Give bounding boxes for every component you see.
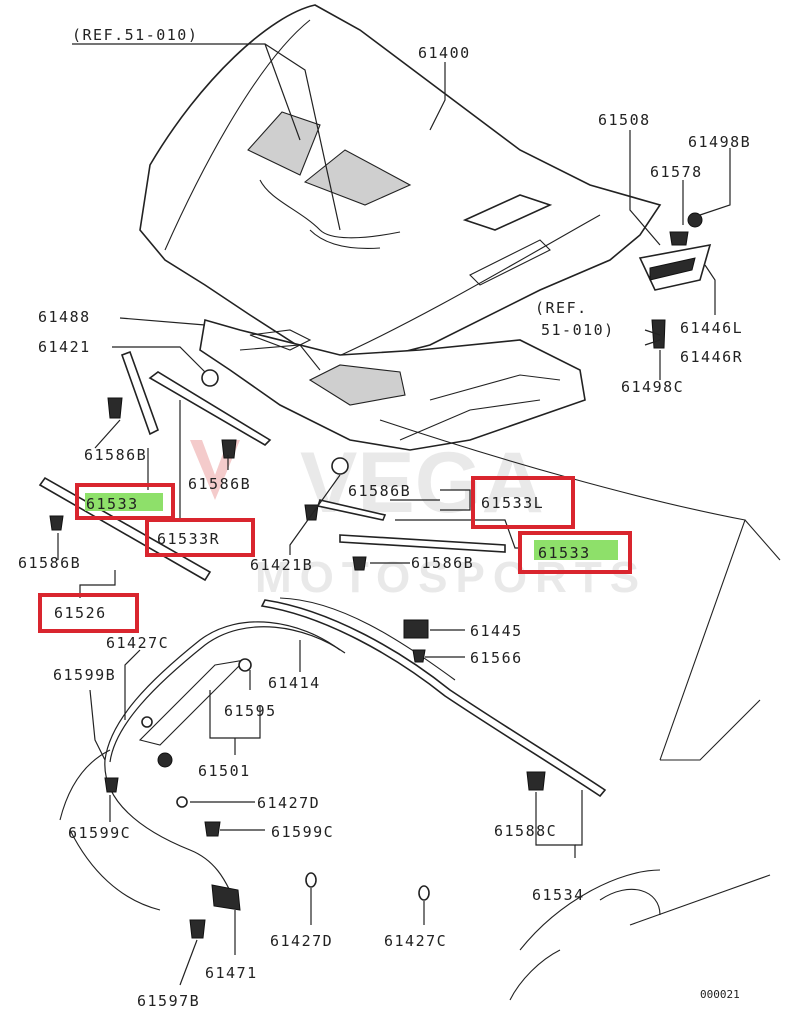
label-61599b: 61599B	[53, 666, 116, 684]
label-61586b-a: 61586B	[84, 446, 147, 464]
bumper-61445	[403, 619, 429, 639]
label-61566: 61566	[470, 649, 523, 667]
washer-hose-61414	[104, 621, 341, 896]
label-61533r: 61533R	[157, 530, 220, 548]
label-61578: 61578	[650, 163, 703, 181]
label-ref-right-2: 51-010)	[541, 321, 615, 339]
clip-61599c-b	[204, 821, 221, 837]
cap-61586b-b	[221, 439, 237, 459]
label-61445: 61445	[470, 622, 523, 640]
hood-inner-frame	[199, 318, 586, 451]
label-61427c-a: 61427C	[106, 634, 169, 652]
hood-vent-left	[247, 111, 321, 176]
cap-61586b-d	[304, 504, 319, 521]
clip-61599b	[157, 752, 173, 768]
callout-labels: (REF.51-010) 61400 61508 61498B 61578 (R…	[18, 26, 751, 1010]
support-rod-61595	[138, 659, 247, 746]
highlight-box-61533-b	[518, 531, 632, 574]
wiper-arm-left	[120, 350, 159, 436]
label-61421: 61421	[38, 338, 91, 356]
grommet-61427d-a	[176, 796, 188, 808]
fender-lines	[59, 749, 771, 1001]
label-ref-right-1: (REF.	[535, 299, 588, 317]
hood-scoop	[462, 194, 553, 231]
grommet-61427d-b	[305, 872, 317, 888]
wiper-blade-61533	[339, 534, 506, 553]
nozzle-61421	[201, 369, 219, 387]
label-61498c: 61498C	[621, 378, 684, 396]
label-61599c-b: 61599C	[271, 823, 334, 841]
highlight-fill-61533-a	[85, 493, 163, 511]
label-61597b: 61597B	[137, 992, 200, 1010]
watermark-sub-text: MOTOSPORTS	[255, 553, 647, 602]
label-61533-a: 61533	[86, 495, 139, 513]
label-61501: 61501	[198, 762, 251, 780]
highlight-box-61533r	[145, 518, 255, 557]
cap-61586b-a	[107, 397, 123, 419]
label-61586b-e: 61586B	[411, 554, 474, 572]
clip-61588c	[526, 771, 546, 791]
cap-61586b-e	[352, 556, 367, 571]
clip-61597b	[189, 919, 206, 939]
hood-weatherstrip-61534	[260, 599, 607, 798]
label-61498b: 61498B	[688, 133, 751, 151]
cap-61586b-c	[49, 515, 64, 531]
label-61533l: 61533L	[481, 494, 544, 512]
leader-lines	[57, 43, 731, 986]
label-61414: 61414	[268, 674, 321, 692]
highlight-box-61533-a	[75, 483, 175, 520]
highlight-boxes	[38, 476, 632, 633]
washer-nozzle-61471	[211, 884, 241, 911]
windshield-outline	[379, 419, 781, 761]
frame-vent	[308, 364, 406, 406]
clip-61566	[412, 649, 426, 663]
label-61446r: 61446R	[680, 348, 743, 366]
nut-61578	[669, 231, 689, 246]
hood-seal-and-hose	[104, 597, 607, 939]
highlight-box-61526	[38, 593, 139, 633]
label-61488: 61488	[38, 308, 91, 326]
label-61400: 61400	[418, 44, 471, 62]
grommet-61427c-a	[141, 716, 153, 728]
label-61446l: 61446L	[680, 319, 743, 337]
label-61421b: 61421B	[250, 556, 313, 574]
label-ref-top: (REF.51-010)	[72, 26, 198, 44]
label-61508: 61508	[598, 111, 651, 129]
label-61599c-a: 61599C	[68, 824, 131, 842]
hood-hinge	[638, 212, 712, 349]
label-61526: 61526	[54, 604, 107, 622]
label-61471: 61471	[205, 964, 258, 982]
nozzle-61421b	[331, 457, 349, 475]
label-61595: 61595	[224, 702, 277, 720]
label-61588c: 61588C	[494, 822, 557, 840]
watermark-logo-text: VEGA	[300, 435, 544, 531]
highlight-box-61533l	[471, 476, 575, 529]
label-61427d-b: 61427D	[270, 932, 333, 950]
diagram-code: 000021	[700, 988, 740, 1001]
label-61586b-c: 61586B	[18, 554, 81, 572]
wiper-blade-61533r	[148, 371, 272, 447]
watermark: VEGA MOTOSPORTS	[190, 435, 647, 602]
bolt-61498b	[687, 212, 703, 228]
label-61586b-b: 61586B	[188, 475, 251, 493]
grommet-61427c-b	[418, 885, 430, 901]
label-61533-b: 61533	[538, 544, 591, 562]
label-61534: 61534	[532, 886, 585, 904]
label-61427c-b: 61427C	[384, 932, 447, 950]
label-61427d-a: 61427D	[257, 794, 320, 812]
highlight-fill-61533-b	[534, 540, 618, 560]
clip-61599c-a	[104, 777, 119, 793]
label-61586b-d: 61586B	[348, 482, 411, 500]
hood-panel	[139, 4, 662, 369]
